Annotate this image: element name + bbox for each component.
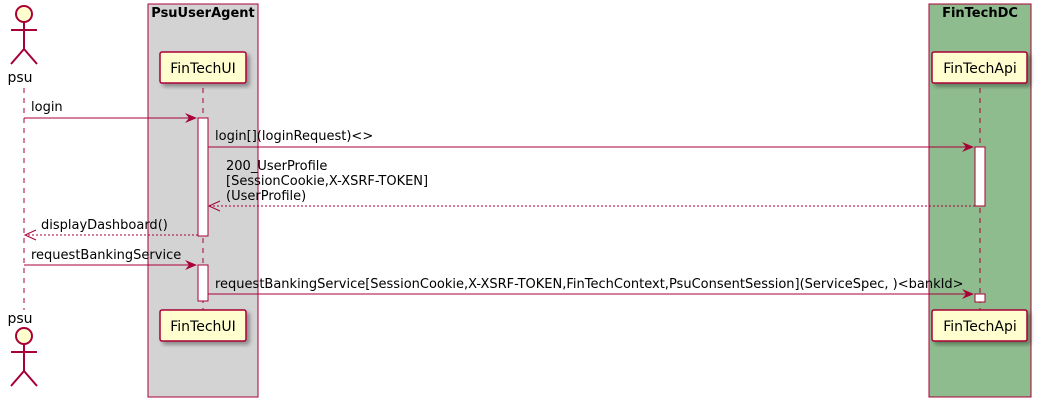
participant-fintechui-bottom-label: FinTechUI (170, 319, 236, 335)
actor-psu-top-label: psu (7, 70, 32, 86)
activation-fintechui-1 (197, 117, 209, 237)
message-requestbankingservice-api-arrowhead (962, 289, 974, 299)
activation-fintechapi-2 (974, 293, 986, 303)
group-title-psuuseragent: PsuUserAgent (151, 6, 254, 21)
message-displaydashboard-label: displayDashboard() (41, 218, 168, 233)
group-title-fintechdc: FinTechDC (942, 6, 1018, 21)
participant-fintechapi-bottom (931, 309, 1028, 342)
actor-psu-bottom (10, 327, 38, 387)
message-userprofile-label-line2: [SessionCookie,X-XSRF-TOKEN] (226, 174, 428, 189)
message-requestbankingservice-label: requestBankingService (31, 248, 181, 263)
message-login-label: login (31, 100, 63, 115)
message-loginrequest-arrowhead (962, 142, 974, 152)
message-displaydashboard-arrowhead (23, 229, 37, 241)
participant-fintechui-top (159, 51, 247, 84)
message-userprofile-arrowhead (207, 200, 221, 212)
message-requestbankingservice-api-label: requestBankingService[SessionCookie,X-XS… (215, 277, 964, 292)
participant-fintechui-bottom (159, 309, 247, 342)
actor-psu-bottom-label: psu (7, 311, 32, 327)
participant-fintechapi-top-label: FinTechApi (943, 61, 1017, 77)
participant-fintechapi-bottom-label: FinTechApi (943, 319, 1017, 335)
message-requestbankingservice-arrowhead (185, 260, 197, 270)
participant-fintechapi-top (931, 51, 1028, 84)
participant-fintechui-top-label: FinTechUI (170, 61, 236, 77)
message-loginrequest-label: login[](loginRequest)<> (215, 129, 373, 144)
activation-fintechapi-1 (974, 146, 986, 207)
actor-psu-top (10, 5, 38, 65)
message-userprofile-label-line1: 200_UserProfile (226, 159, 327, 174)
activation-fintechui-2 (197, 264, 209, 302)
message-login-arrowhead (185, 113, 197, 123)
message-userprofile-label-line3: (UserProfile) (226, 189, 306, 204)
